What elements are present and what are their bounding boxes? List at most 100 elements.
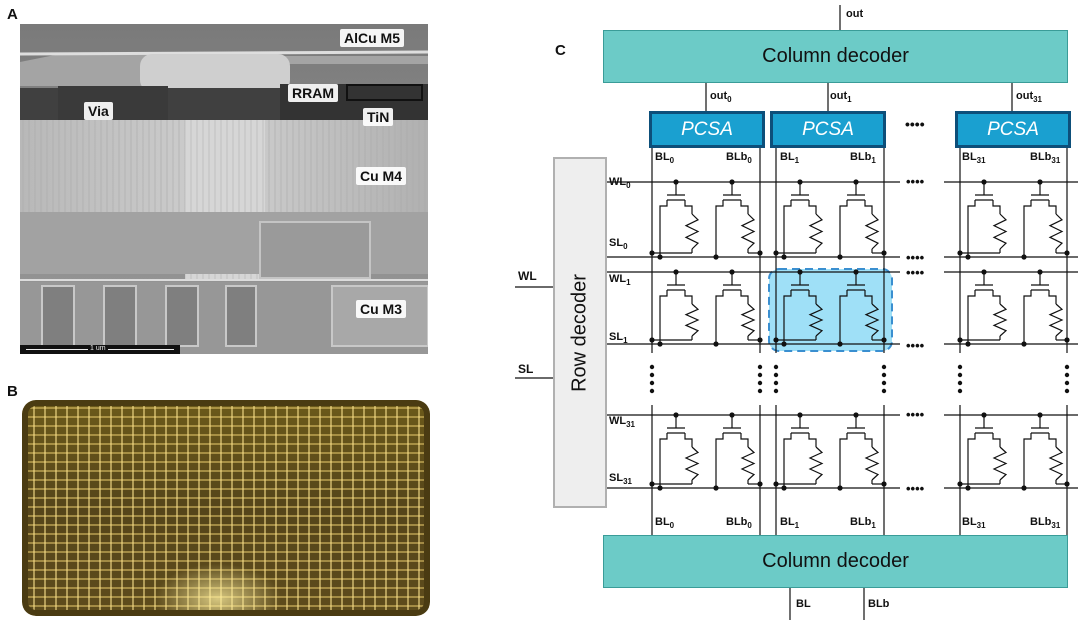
wl1-label: WL1	[609, 273, 631, 287]
vertical-ellipsis-0-2	[649, 380, 655, 386]
bl1-bottom-base: BL	[780, 516, 795, 528]
cell-1-2-1-bitline-dot	[1064, 337, 1070, 343]
sl0-sub: 0	[623, 242, 628, 252]
column-decoder-top: Column decoder	[603, 30, 1068, 83]
cell-2-0-1-resistor	[740, 446, 756, 481]
panel-label-b: B	[7, 383, 18, 400]
blb31-bottom: BLb31	[1030, 516, 1060, 530]
cell-2-2-1-resistor	[1048, 446, 1064, 481]
cell-2-2-0-resistor	[992, 446, 1008, 481]
blb1-bottom-base: BLb	[850, 516, 872, 528]
sl0-base: SL	[609, 237, 624, 249]
pcsa-out-0: out0	[710, 90, 732, 104]
cell-0-2-1-drain-wire	[1048, 200, 1057, 214]
bl0-top-sub: 0	[669, 156, 675, 166]
blb0-bottom-base: BLb	[726, 516, 748, 528]
vertical-ellipsis-2-1	[773, 372, 779, 378]
cell-2-1-0-source-wire	[783, 433, 792, 488]
cell-0-1-0-source-wire	[783, 200, 792, 257]
vertical-ellipsis-3-1	[881, 372, 887, 378]
cell-1-1-0-source-wire	[783, 290, 792, 344]
ellipsis-pcsa: ••••	[905, 116, 925, 132]
cell-2-0-0-resistor	[684, 446, 700, 481]
cell-1-2-1-source-wire	[1023, 290, 1032, 344]
cell-0-1-0-resistor	[808, 213, 824, 250]
pcsa-label-0: PCSA	[681, 118, 733, 140]
bl1-top-base: BL	[780, 151, 795, 163]
cell-1-2-0-resistor	[992, 303, 1008, 337]
vertical-ellipsis-4-1	[957, 372, 963, 378]
ellipsis-sl0: ••••	[906, 250, 925, 265]
cell-0-1-1-source-wire	[839, 200, 848, 257]
bl31-bottom-base: BL	[962, 516, 977, 528]
vertical-ellipsis-3-3	[881, 388, 887, 394]
wl1-sub: 1	[626, 278, 631, 288]
blb0-top-base: BLb	[726, 151, 748, 163]
pcsa-out-0-base: out	[710, 90, 728, 102]
vertical-ellipsis-0-1	[649, 372, 655, 378]
vertical-ellipsis-5-3	[1064, 388, 1070, 394]
cell-2-1-0-resistor	[808, 446, 824, 481]
bl1-bottom: BL1	[780, 516, 799, 530]
sl1-sub: 1	[623, 336, 628, 346]
wl0-sub: 0	[626, 181, 631, 191]
cell-0-0-1-source-dot	[713, 254, 719, 260]
cell-0-1-1-bitline-dot	[881, 250, 887, 256]
wl31-base: WL	[609, 415, 627, 427]
cell-2-2-1-source-wire	[1023, 433, 1032, 488]
bl31-bottom: BL31	[962, 516, 986, 530]
sl31-label: SL31	[609, 472, 632, 486]
cell-1-1-0-resistor	[808, 303, 824, 337]
bl0-top-base: BL	[655, 151, 670, 163]
cell-2-1-0-drain-wire	[808, 433, 817, 447]
bl1-bottom-sub: 1	[794, 521, 800, 531]
sl31-sub: 31	[623, 477, 632, 487]
sem-cross-section: AlCu M5 RRAM TiN Via Cu M4 Cu M3	[20, 24, 428, 354]
sem-label-via: Via	[84, 102, 113, 120]
cell-1-0-0-resistor	[684, 303, 700, 337]
vertical-ellipsis-1-2	[757, 380, 763, 386]
blb31-top-base: BLb	[1030, 151, 1052, 163]
cell-2-0-0-source-wire	[659, 433, 668, 488]
cell-1-0-1-drain-wire	[740, 290, 749, 304]
column-decoder-bottom-label: Column decoder	[762, 550, 909, 572]
bl1-top: BL1	[780, 151, 799, 165]
cell-1-1-1-bitline-dot	[881, 337, 887, 343]
cell-1-1-1-source-wire	[839, 290, 848, 344]
cell-0-2-0-drain-wire	[992, 200, 1001, 214]
cell-1-2-0-source-dot	[965, 341, 971, 347]
pcsa-out-1: out1	[830, 90, 852, 104]
cell-2-1-1-source-wire	[839, 433, 848, 488]
blb1-bottom: BLb1	[850, 516, 876, 530]
scale-bar-label: 1 um	[88, 345, 108, 353]
cell-2-1-1-resistor	[864, 446, 880, 481]
cell-2-2-0-source-dot	[965, 485, 971, 491]
cell-1-0-1-bitline-dot	[757, 337, 763, 343]
bl31-top-base: BL	[962, 151, 977, 163]
cell-1-2-1-source-dot	[1021, 341, 1027, 347]
sem-image	[20, 24, 428, 354]
top-out-label: out	[846, 8, 864, 20]
blb0-top-sub: 0	[747, 156, 752, 166]
bl0-bottom-sub: 0	[669, 521, 675, 531]
cell-2-2-0-bitline-dot	[957, 481, 963, 487]
input-wl-label: WL	[518, 269, 537, 283]
cell-1-2-0-source-wire	[967, 290, 976, 344]
sem-label-tin: TiN	[363, 108, 394, 126]
cell-2-2-1-drain-wire	[1048, 433, 1057, 447]
bl1-top-sub: 1	[794, 156, 800, 166]
cell-2-1-1-bitline-dot	[881, 481, 887, 487]
vertical-ellipsis-3-0	[881, 364, 887, 370]
cell-1-1-0-source-dot	[781, 341, 787, 347]
row-decoder: Row decoder	[553, 157, 607, 508]
wl31-label: WL31	[609, 415, 635, 429]
cell-0-0-0-bitline-dot	[649, 250, 655, 256]
panel-label-c: C	[555, 42, 566, 59]
cell-1-0-1-resistor	[740, 303, 756, 337]
blb0-top: BLb0	[726, 151, 752, 165]
vertical-ellipsis-2-2	[773, 380, 779, 386]
blb1-bottom-sub: 1	[871, 521, 876, 531]
blb31-bottom-base: BLb	[1030, 516, 1052, 528]
cell-0-2-0-bitline-dot	[957, 250, 963, 256]
